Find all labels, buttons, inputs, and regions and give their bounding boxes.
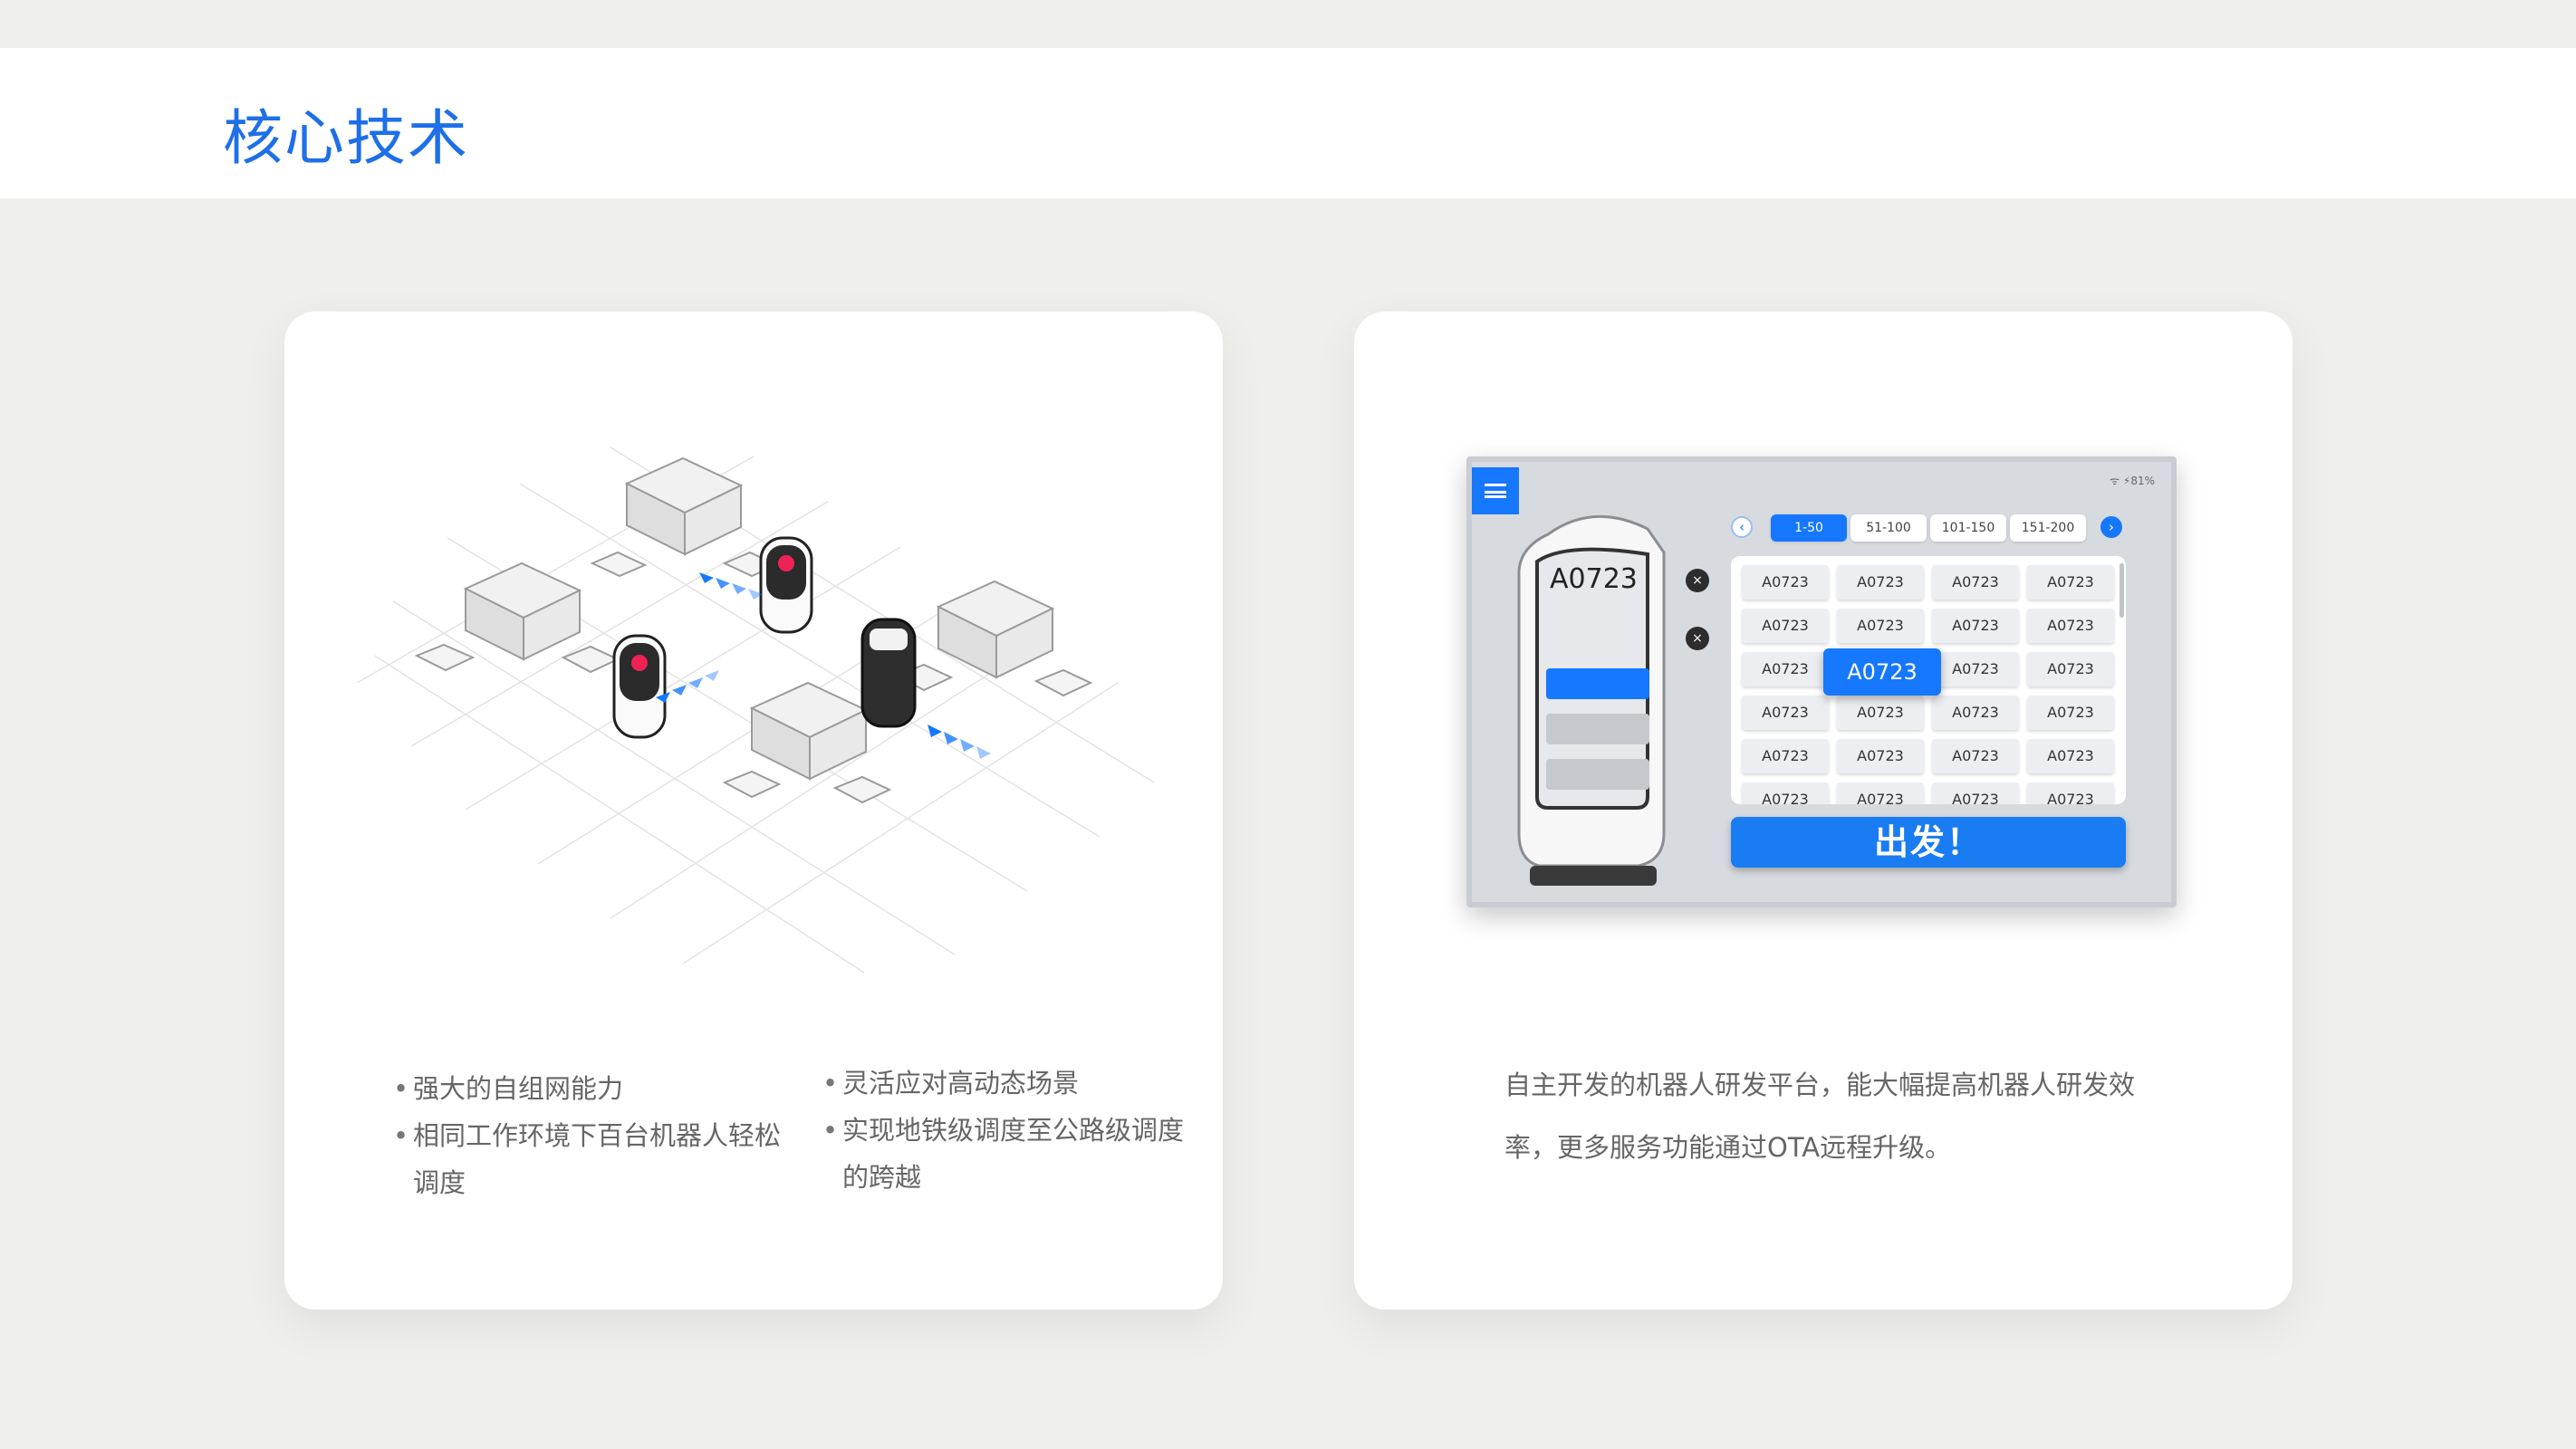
feature-card-platform: ᯤ ⚡81% A0723 × × ‹ 1-50 51-100 101-150 1… xyxy=(1354,312,2292,1310)
tablet-mockup: ᯤ ⚡81% A0723 × × ‹ 1-50 51-100 101-150 1… xyxy=(1466,456,2177,907)
table-cluster-top xyxy=(590,456,780,578)
table-cell[interactable]: A0723 xyxy=(2027,696,2114,730)
feature-card-networking: 强大的自组网能力 相同工作环境下百台机器人轻松调度 灵活应对高动态场景 实现地铁… xyxy=(284,312,1223,1310)
table-grid: A0723 A0723 A0723 A0723 A0723 A0723 A072… xyxy=(1731,556,2126,804)
table-cell[interactable]: A0723 xyxy=(1932,609,2019,643)
motion-arrows-right xyxy=(928,724,991,759)
robot-screen-label: A0723 xyxy=(1550,563,1638,595)
table-cell[interactable]: A0723 xyxy=(1742,565,1829,600)
table-cell[interactable]: A0723 xyxy=(1837,739,1924,773)
close-icon[interactable]: × xyxy=(1686,569,1709,592)
page-title: 核心技术 xyxy=(223,103,469,173)
selected-table-cell[interactable]: A0723 xyxy=(1823,648,1941,696)
pager-next-icon[interactable]: › xyxy=(2100,516,2122,538)
table-cell[interactable]: A0723 xyxy=(1837,782,1924,804)
table-cluster-right xyxy=(894,580,1093,697)
table-cell[interactable]: A0723 xyxy=(1932,696,2019,730)
table-cell[interactable]: A0723 xyxy=(1742,782,1829,804)
table-cell[interactable]: A0723 xyxy=(1742,609,1829,643)
iso-grid xyxy=(356,446,1155,974)
table-cell[interactable]: A0723 xyxy=(2027,652,2114,686)
platform-description: 自主开发的机器人研发平台，能大幅提高机器人研发效率，更多服务功能通过OTA远程升… xyxy=(1504,1070,2136,1163)
robot-white-left xyxy=(612,634,667,739)
robot-black-right xyxy=(860,618,917,728)
table-cell[interactable]: A0723 xyxy=(1932,565,2019,600)
table-cell[interactable]: A0723 xyxy=(2027,782,2114,804)
table-cluster-left xyxy=(414,561,620,674)
table-cell[interactable]: A0723 xyxy=(1742,739,1829,773)
page-header xyxy=(0,48,2576,198)
pager-tab[interactable]: 51-100 xyxy=(1850,514,1927,542)
motion-arrows-left xyxy=(656,670,719,703)
feature-list-col2: 灵活应对高动态场景 实现地铁级调度至公路级调度的跨越 xyxy=(822,1060,1185,1201)
scrollbar[interactable] xyxy=(2119,563,2124,618)
feature-list-col1: 强大的自组网能力 相同工作环境下百台机器人轻松调度 xyxy=(393,1065,792,1206)
table-cell[interactable]: A0723 xyxy=(1837,609,1924,643)
table-cell[interactable]: A0723 xyxy=(1742,652,1829,686)
table-cell[interactable]: A0723 xyxy=(2027,565,2114,600)
pager-bar: ‹ 1-50 51-100 101-150 151-200 › xyxy=(1731,514,2122,543)
table-cell[interactable]: A0723 xyxy=(2027,739,2114,773)
table-cell[interactable]: A0723 xyxy=(2027,609,2114,643)
table-cell[interactable]: A0723 xyxy=(1837,696,1924,730)
pager-tab[interactable]: 1-50 xyxy=(1771,514,1847,542)
robot-fleet-illustration xyxy=(356,446,1155,974)
feature-bullet: 灵活应对高动态场景 xyxy=(822,1060,1185,1107)
robot-white-top xyxy=(759,536,813,634)
table-cell[interactable]: A0723 xyxy=(1742,696,1829,730)
pager-tab[interactable]: 151-200 xyxy=(2010,514,2086,542)
pager-prev-icon[interactable]: ‹ xyxy=(1731,516,1753,538)
table-cell[interactable]: A0723 xyxy=(1932,782,2019,804)
pager-tab[interactable]: 101-150 xyxy=(1930,514,2006,542)
table-cell[interactable]: A0723 xyxy=(1837,565,1924,600)
go-button[interactable]: 出发！ xyxy=(1731,817,2126,868)
table-cell[interactable]: A0723 xyxy=(1932,739,2019,773)
motion-arrows-top xyxy=(699,572,763,600)
table-cell[interactable]: A0723 xyxy=(1932,652,2019,686)
menu-icon[interactable] xyxy=(1472,467,1519,514)
feature-bullet: 相同工作环境下百台机器人轻松调度 xyxy=(393,1112,792,1206)
feature-bullet: 实现地铁级调度至公路级调度的跨越 xyxy=(822,1107,1185,1201)
close-icon[interactable]: × xyxy=(1686,627,1709,650)
feature-bullet: 强大的自组网能力 xyxy=(393,1065,792,1112)
robot-illustration xyxy=(1517,514,1666,886)
status-bar: ᯤ ⚡81% xyxy=(2110,475,2155,487)
